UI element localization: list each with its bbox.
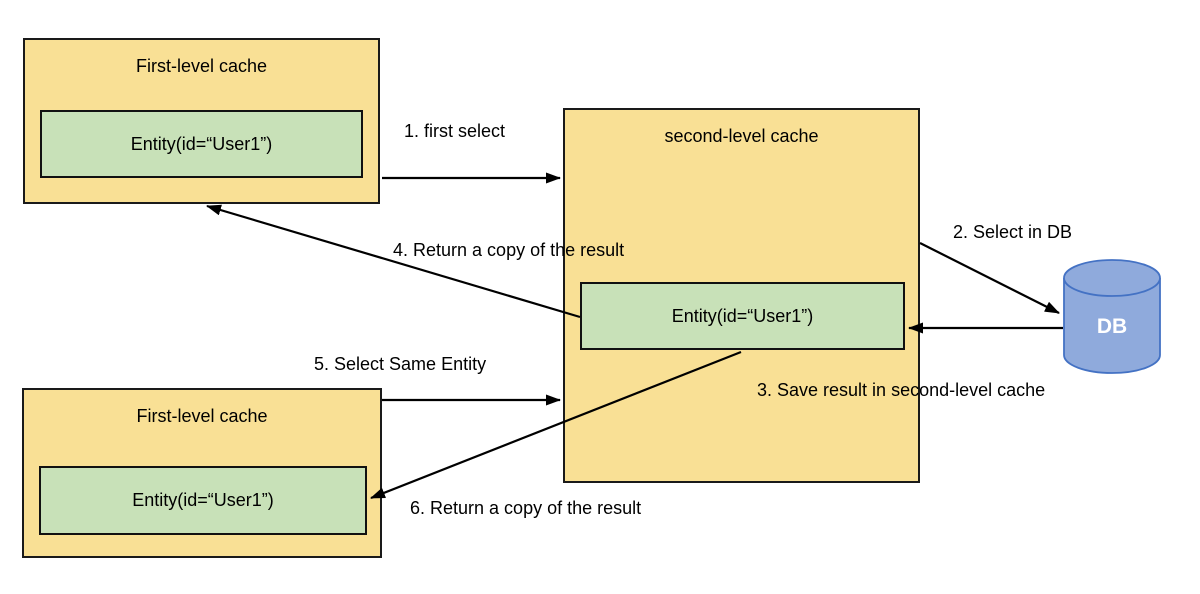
database-label: DB — [1097, 315, 1127, 338]
second-level-cache-title: second-level cache — [664, 126, 819, 146]
database-cylinder-top — [1063, 259, 1161, 297]
step-label-4: 4. Return a copy of the result — [393, 240, 625, 260]
first-level-cache-bottom-box: First-level cache Entity(id=“User1”) — [22, 388, 382, 558]
step-label-3: 3. Save result in second-level cache — [757, 380, 1046, 400]
first-level-cache-top-entity-box: Entity(id=“User1”) — [40, 110, 363, 178]
step-label-2: 2. Select in DB — [953, 222, 1073, 242]
database-cylinder-body — [1063, 278, 1161, 374]
first-level-cache-bottom-entity-label: Entity(id=“User1”) — [132, 490, 274, 510]
step-label-6: 6. Return a copy of the result — [410, 498, 642, 518]
second-level-cache-box: second-level cache Entity(id=“User1”) — [563, 108, 920, 483]
first-level-cache-bottom-title: First-level cache — [136, 406, 268, 426]
first-level-cache-top-box: First-level cache Entity(id=“User1”) — [23, 38, 380, 204]
first-level-cache-top-entity-label: Entity(id=“User1”) — [130, 133, 273, 154]
first-level-cache-bottom-entity-box: Entity(id=“User1”) — [39, 466, 367, 535]
first-level-cache-top-title: First-level cache — [135, 56, 268, 76]
arrow-2-select-in-db — [919, 242, 1060, 314]
step-label-5: 5. Select Same Entity — [314, 354, 487, 374]
second-level-cache-entity-box: Entity(id=“User1”) — [580, 282, 905, 350]
database-cylinder: DB — [1062, 258, 1162, 376]
database-cylinder-icon: DB — [1063, 259, 1161, 374]
step-label-1: 1. first select — [404, 121, 506, 141]
second-level-cache-entity-label: Entity(id=“User1”) — [671, 305, 814, 326]
